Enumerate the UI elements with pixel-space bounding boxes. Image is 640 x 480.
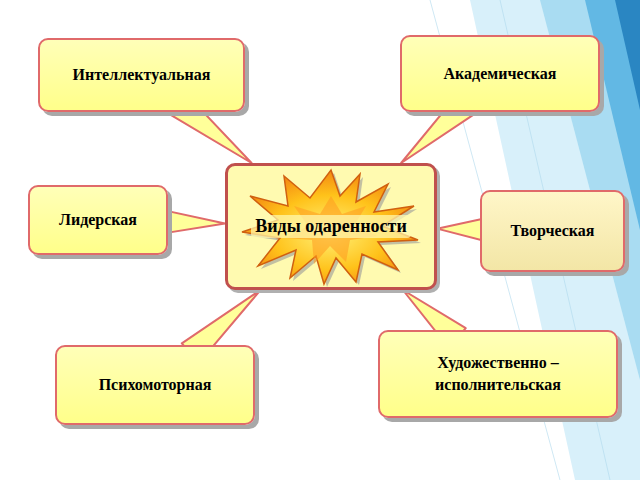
bubble-label: Академическая: [440, 63, 561, 85]
bubble-label: Творческая: [507, 220, 599, 242]
speech-bubble: Художественно – исполнительская: [378, 330, 618, 418]
bubble-label: Лидерская: [55, 209, 141, 231]
speech-bubble: Творческая: [480, 190, 625, 272]
bubble-label: Психомоторная: [95, 374, 216, 396]
speech-bubble: Психомоторная: [55, 345, 255, 425]
diagram-title: Виды одаренности: [251, 215, 411, 238]
speech-bubble: Интеллектуальная: [38, 38, 245, 112]
central-box: Виды одаренности: [225, 163, 437, 290]
speech-bubble: Лидерская: [28, 185, 168, 255]
stripe: [615, 0, 640, 110]
speech-bubble: Академическая: [400, 35, 600, 112]
bubble-label: Художественно – исполнительская: [380, 352, 616, 395]
bubble-label: Интеллектуальная: [69, 64, 215, 86]
